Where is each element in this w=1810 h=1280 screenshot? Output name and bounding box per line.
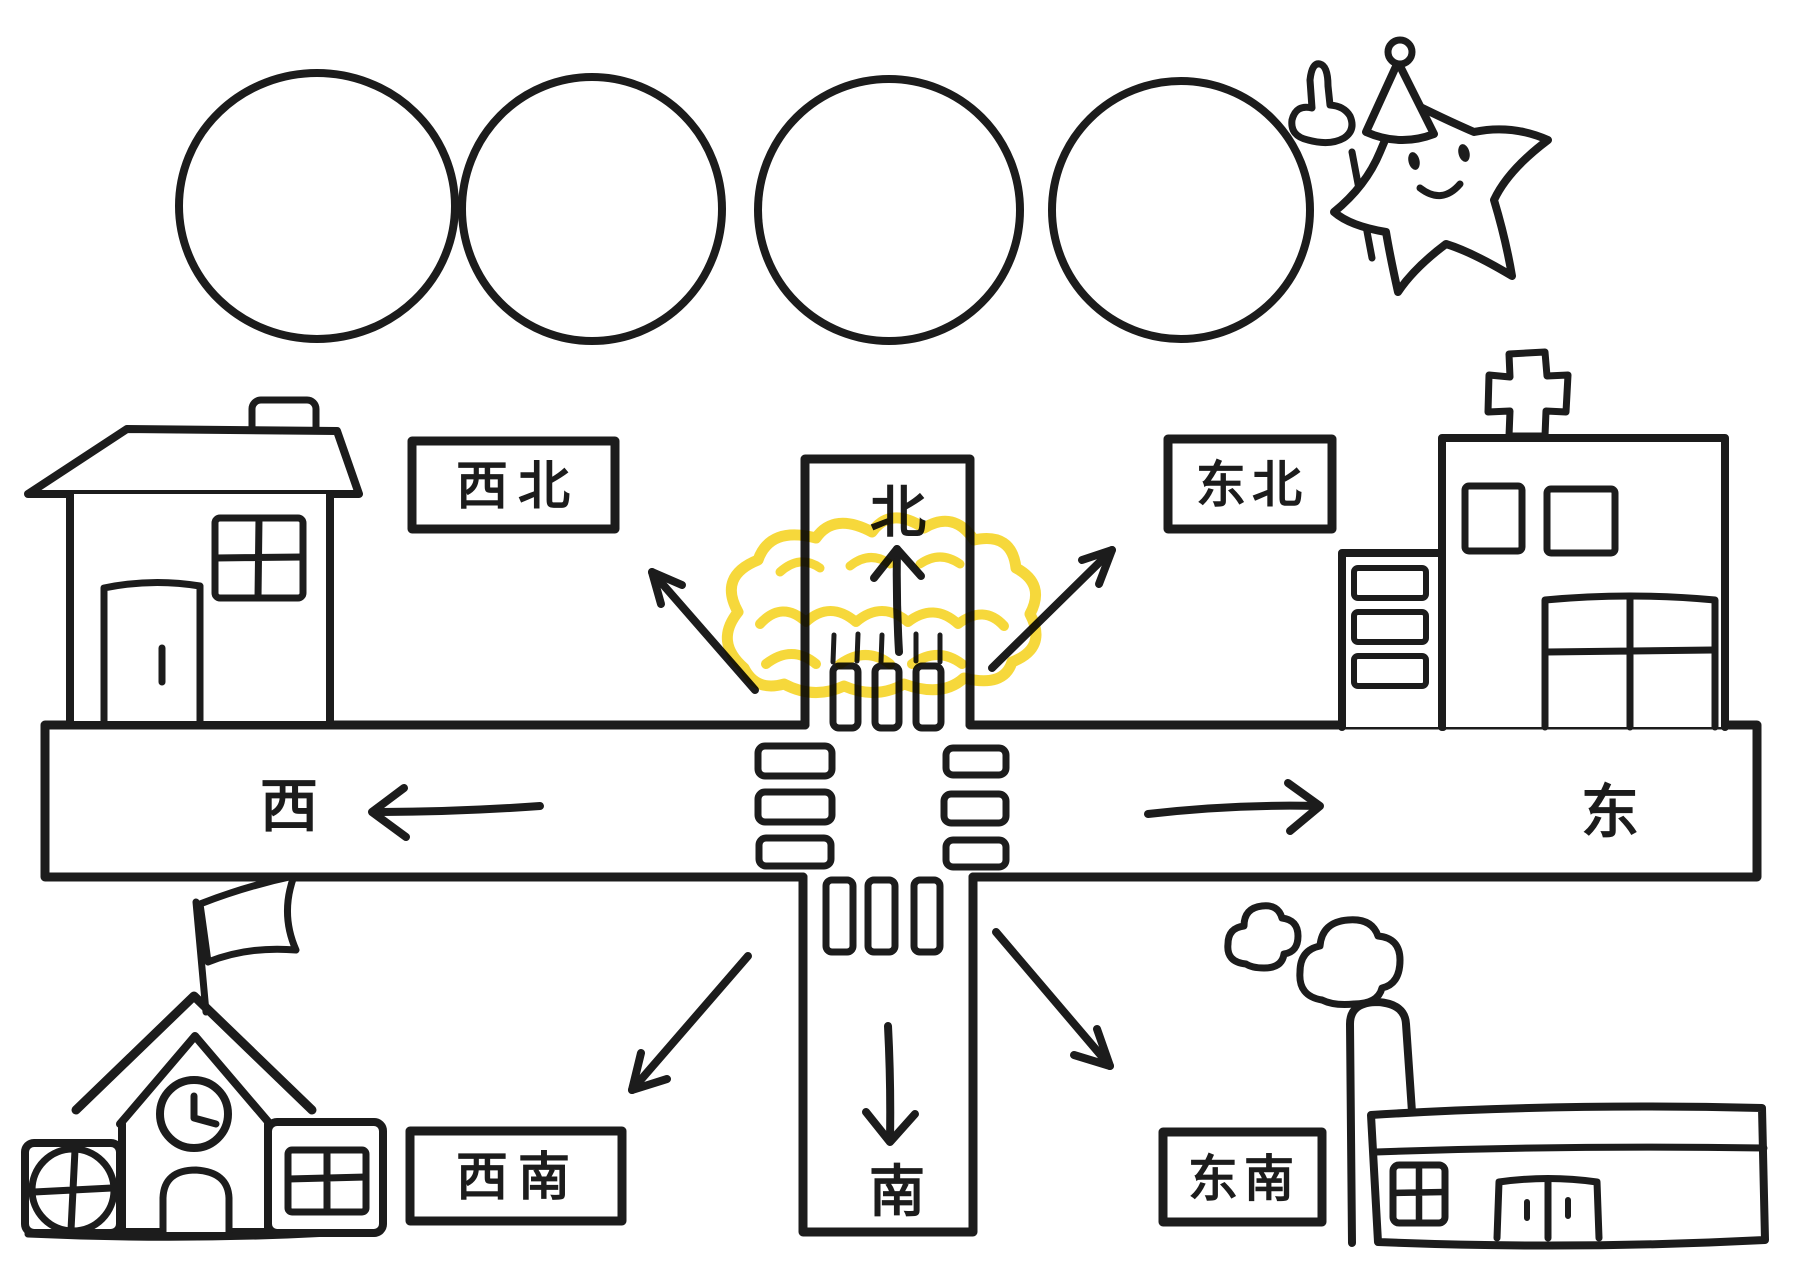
- smoke-puff-small: [1224, 902, 1302, 972]
- arrow-north: [870, 545, 925, 656]
- south-crosswalk: [822, 876, 944, 956]
- corner-sign-northwest: 西北: [407, 436, 620, 534]
- answer-circle-1: [175, 69, 459, 343]
- factory-icon: [1224, 902, 1769, 1250]
- star-teacher-icon: [1288, 36, 1552, 296]
- sign-box: [1158, 1127, 1327, 1227]
- hospital-door: [1541, 592, 1719, 731]
- sign-text: 西南: [456, 1148, 580, 1208]
- school-square-window: [284, 1146, 370, 1216]
- school-ground-line: [24, 1229, 334, 1241]
- west-label: 西: [260, 772, 318, 840]
- corner-sign-northeast: 东北: [1163, 434, 1337, 534]
- smoke-puff-large: [1296, 916, 1404, 1008]
- factory-window: [1389, 1161, 1449, 1227]
- school-roof-outer: [71, 991, 317, 1115]
- answer-circle-4: [1048, 77, 1314, 343]
- sign-box: [407, 436, 620, 534]
- house-roof: [24, 425, 363, 498]
- south-label: 南: [869, 1160, 925, 1225]
- hospital-window: [1461, 482, 1526, 555]
- school-flag: [192, 872, 300, 1016]
- hospital-window: [1543, 485, 1619, 557]
- corner-sign-southeast: 东南: [1158, 1127, 1327, 1227]
- school-round-window: [28, 1145, 118, 1235]
- mascot-face: [1408, 144, 1470, 199]
- corner-sign-southwest: 西南: [405, 1126, 627, 1226]
- mascot-pointing-hand: [1288, 60, 1356, 147]
- school-clock: [156, 1076, 232, 1152]
- factory-roof-line: [1372, 1143, 1768, 1156]
- arrow-northwest: [648, 568, 759, 694]
- arrow-southwest: [628, 952, 752, 1094]
- yellow-cloud-scribble: [721, 512, 1042, 699]
- mascot-party-hat: [1362, 36, 1438, 145]
- arrow-south: [862, 1022, 919, 1146]
- house-door: [100, 578, 204, 729]
- arrow-west: [368, 784, 544, 841]
- house-icon: [24, 396, 363, 729]
- answer-circle-2: [458, 73, 726, 345]
- school-door: [159, 1166, 233, 1236]
- hospital-annex-windows: [1351, 565, 1429, 689]
- school-roof-inner: [116, 1032, 274, 1128]
- hospital-cross: [1484, 348, 1572, 440]
- school-icon: [21, 872, 387, 1241]
- answer-circle-3: [754, 75, 1024, 345]
- hospital-icon: [1338, 348, 1729, 731]
- house-window: [211, 514, 307, 602]
- arrow-east: [1144, 779, 1324, 835]
- east-crosswalk: [940, 744, 1010, 871]
- sign-box: [405, 1126, 627, 1226]
- west-crosswalk: [754, 742, 836, 870]
- sign-text: 东南: [1188, 1150, 1300, 1208]
- answer-circles-row: [175, 69, 1314, 345]
- sign-box: [1163, 434, 1337, 534]
- direction-arrows: [368, 545, 1324, 1146]
- arrow-northeast: [988, 546, 1116, 672]
- factory-door: [1493, 1175, 1603, 1242]
- sign-text: 东北: [1196, 456, 1308, 514]
- door-handles: [1524, 1197, 1571, 1221]
- sign-text: 西北: [456, 457, 580, 517]
- east-label: 东: [1581, 778, 1639, 846]
- arrow-southeast: [992, 928, 1114, 1070]
